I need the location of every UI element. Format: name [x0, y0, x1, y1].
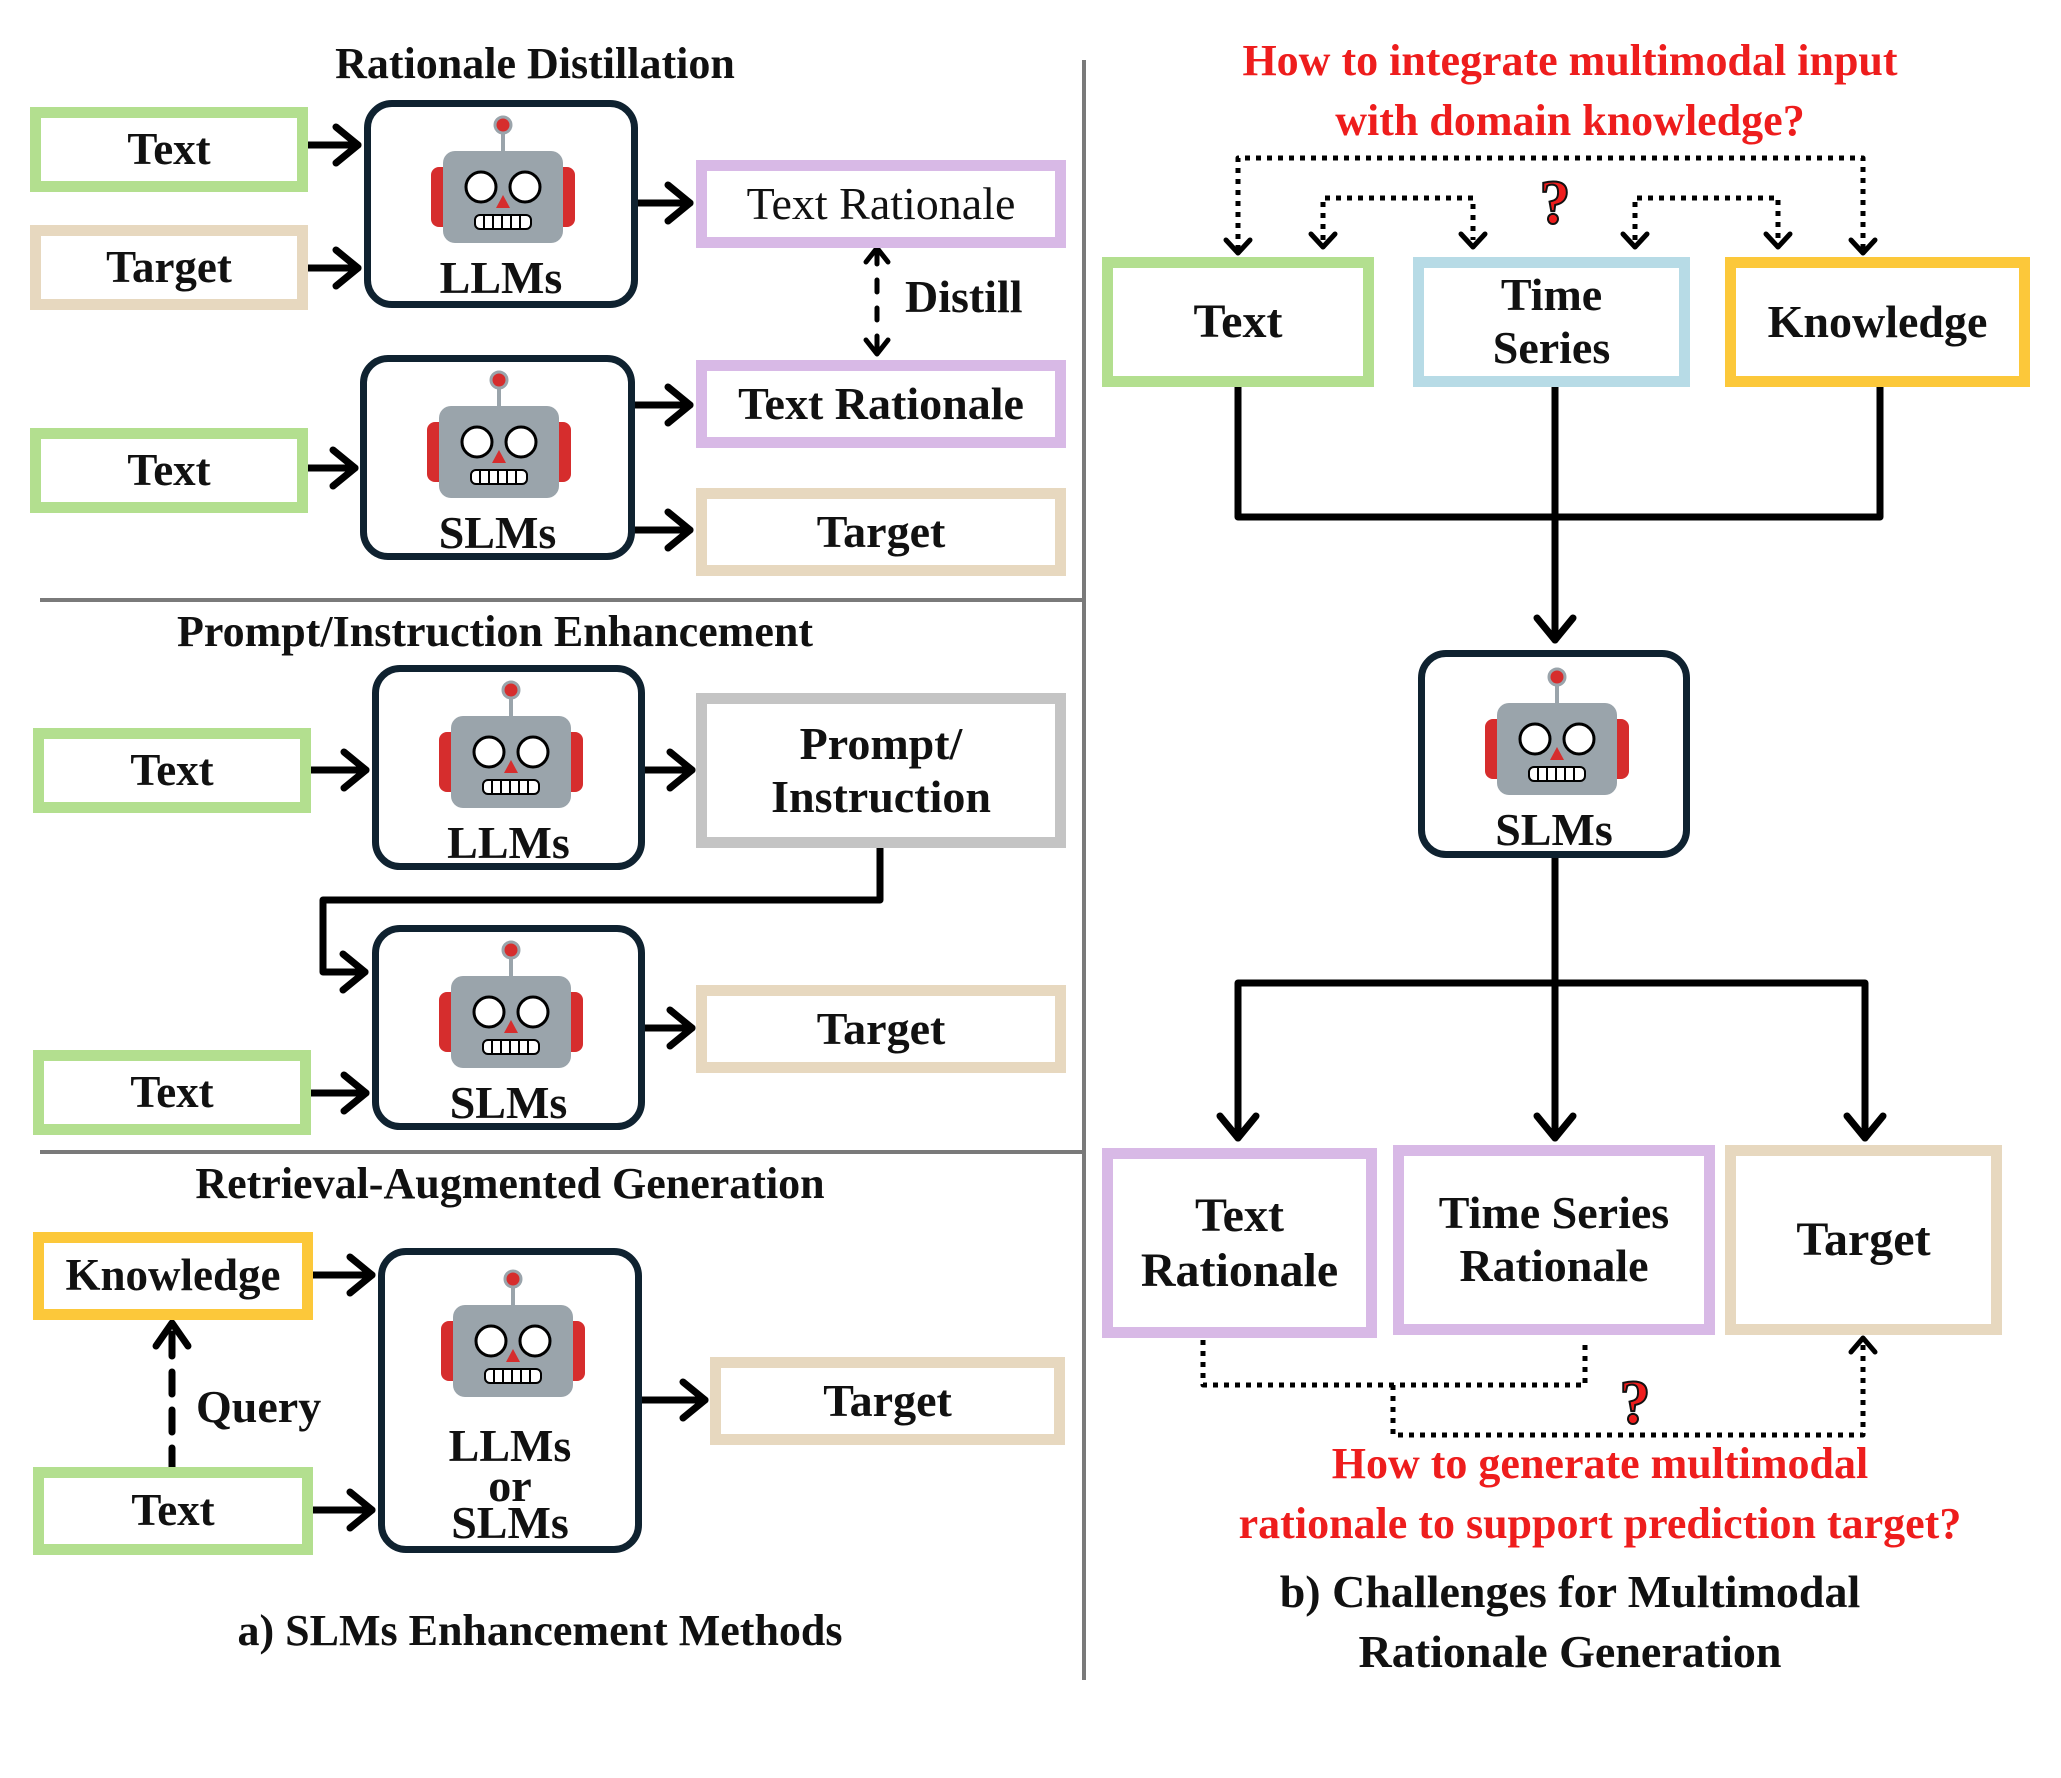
slm-target-box-2: Target [696, 985, 1066, 1073]
input-knowledge-box: Knowledge [1725, 257, 2030, 387]
robot-icon [441, 1269, 585, 1397]
question-bottom-line-1: How to generate multimodal [1331, 1439, 1869, 1488]
arrow-text-to-slm-1 [298, 446, 359, 490]
panel-b-caption-line-1: b) Challenges for Multimodal [1279, 1566, 1861, 1617]
panel-a-caption: a) SLMs Enhancement Methods [237, 1606, 843, 1655]
text-input-box-3: Text [33, 728, 311, 813]
arrow-slm-to-rationale [631, 383, 694, 427]
arrow-slm-to-target-1 [631, 508, 694, 552]
robot-icon [439, 940, 583, 1068]
prompt-line-2: Instruction [771, 770, 991, 822]
arrow-model-to-target [638, 1378, 709, 1422]
knowledge-label: Knowledge [65, 1250, 281, 1301]
slm-model-box: SLMs [360, 355, 635, 560]
prompt-line-1: Prompt/ [799, 717, 963, 769]
text-input-label-5: Text [131, 1485, 215, 1536]
arrow-knowledge-to-model [306, 1253, 376, 1297]
slm-center-box: SLMs [1418, 650, 1690, 858]
question-bottom-line-2: rationale to support prediction target? [1238, 1499, 1962, 1548]
arrow-llm-to-rationale [634, 181, 694, 225]
model-line-1: LLMs [448, 1420, 572, 1471]
slm-model-box-2: SLMs [372, 925, 645, 1130]
llm-label: LLMs [439, 252, 563, 303]
robot-icon [439, 680, 583, 808]
model-line-2: or [488, 1460, 532, 1511]
output-ts-rationale-box: Time Series Rationale [1393, 1145, 1715, 1335]
text-input-box-2: Text [30, 428, 308, 513]
slm-label-2: SLMs [449, 1077, 568, 1128]
knowledge-box: Knowledge [33, 1232, 313, 1320]
arrow-text-to-model [306, 1488, 376, 1532]
title-rag: Retrieval-Augmented Generation [195, 1159, 825, 1208]
slm-label: SLMs [438, 507, 557, 558]
robot-icon [431, 115, 575, 243]
split-connector [1216, 854, 1887, 1142]
question-mark-icon: ? [1539, 168, 1572, 238]
arrow-text-to-llm-1 [298, 123, 362, 167]
arrow-prompt-to-slm [319, 839, 884, 994]
input-text-box: Text [1102, 257, 1374, 387]
llm-rationale-box: Text Rationale [696, 160, 1066, 248]
output-text-line-2: Rationale [1140, 1244, 1339, 1297]
text-input-box-5: Text [33, 1467, 313, 1555]
input-time-series-box: Time Series [1413, 257, 1690, 387]
llm-rationale-label: Text Rationale [746, 177, 1016, 229]
input-text-label: Text [1193, 295, 1283, 349]
output-target-box: Target [1725, 1145, 2002, 1335]
output-text-line-1: Text [1195, 1188, 1284, 1242]
text-input-label-2: Text [127, 444, 211, 495]
slm-center-label: SLMs [1495, 804, 1613, 855]
text-input-box: Text [30, 107, 308, 192]
target-input-label: Target [106, 241, 232, 292]
text-input-label-3: Text [130, 744, 214, 795]
dotted-arrowheads [1223, 231, 1878, 1355]
slm-target-label-2: Target [816, 1002, 946, 1054]
output-target-label: Target [1796, 1213, 1931, 1267]
rag-target-box: Target [710, 1357, 1065, 1445]
model-line-3: SLMs [451, 1497, 569, 1548]
panel-b-caption-line-2: Rationale Generation [1358, 1626, 1782, 1677]
query-label: Query [196, 1381, 322, 1432]
prompt-instruction-box: Prompt/ Instruction [696, 693, 1066, 848]
output-ts-line-1: Time Series [1438, 1187, 1670, 1239]
arrow-query-dashed [152, 1319, 192, 1474]
llm-model-box: LLMs [364, 100, 638, 308]
arrow-target-to-llm [298, 246, 362, 290]
merge-connector [1234, 381, 1884, 644]
text-input-label-4: Text [130, 1066, 214, 1117]
input-ts-line-1: Time [1500, 269, 1603, 321]
output-ts-line-2: Rationale [1459, 1240, 1649, 1291]
input-ts-line-2: Series [1492, 322, 1611, 373]
llm-model-box-2: LLMs [372, 665, 645, 870]
title-prompt-enhancement: Prompt/Instruction Enhancement [177, 607, 813, 656]
title-rationale-distillation: Rationale Distillation [335, 39, 735, 88]
arrow-slm-to-target-2 [641, 1006, 696, 1050]
slm-rationale-label: Text Rationale [738, 377, 1024, 429]
robot-icon [1485, 667, 1629, 795]
rag-target-label: Target [823, 1374, 952, 1426]
question-top-line-2: with domain knowledge? [1335, 96, 1805, 145]
text-input-label: Text [127, 123, 211, 174]
input-knowledge-label: Knowledge [1767, 295, 1988, 347]
text-input-box-4: Text [33, 1050, 311, 1135]
slm-target-label: Target [816, 505, 946, 557]
arrow-distill-dashed [863, 245, 891, 357]
arrow-llm-to-prompt [641, 748, 696, 792]
slm-rationale-box: Text Rationale [696, 360, 1066, 448]
arrow-text-to-llm-2 [302, 748, 370, 792]
distill-label: Distill [905, 271, 1023, 322]
question-mark-icon-2: ? [1619, 1368, 1652, 1438]
output-text-rationale-box: Text Rationale [1102, 1148, 1377, 1338]
robot-icon [427, 370, 571, 498]
arrow-text-to-slm-2 [302, 1071, 370, 1115]
slm-target-box: Target [696, 488, 1066, 576]
llm-label-2: LLMs [447, 817, 570, 868]
llm-or-slm-model-box: LLMs or SLMs [378, 1248, 642, 1553]
dotted-top-connectors [1200, 155, 1866, 1438]
question-top-line-1: How to integrate multimodal input [1242, 36, 1898, 85]
target-input-box: Target [30, 225, 308, 310]
